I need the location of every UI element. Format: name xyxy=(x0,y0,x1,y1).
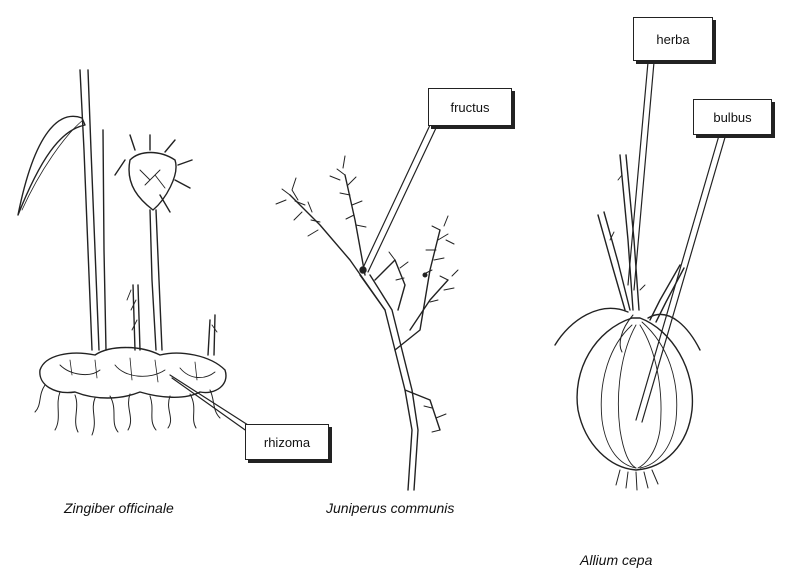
label-herba-text: herba xyxy=(656,32,689,47)
caption-juniperus: Juniperus communis xyxy=(326,500,454,516)
caption-zingiber: Zingiber officinale xyxy=(64,500,174,516)
label-rhizoma-text: rhizoma xyxy=(264,435,310,450)
zingiber-drawing xyxy=(18,70,248,435)
label-rhizoma: rhizoma xyxy=(245,424,329,460)
label-bulbus-text: bulbus xyxy=(713,110,751,125)
caption-allium: Allium cepa xyxy=(580,552,652,568)
label-herba: herba xyxy=(633,17,713,61)
label-fructus-text: fructus xyxy=(450,100,489,115)
label-bulbus: bulbus xyxy=(693,99,772,135)
label-fructus: fructus xyxy=(428,88,512,126)
